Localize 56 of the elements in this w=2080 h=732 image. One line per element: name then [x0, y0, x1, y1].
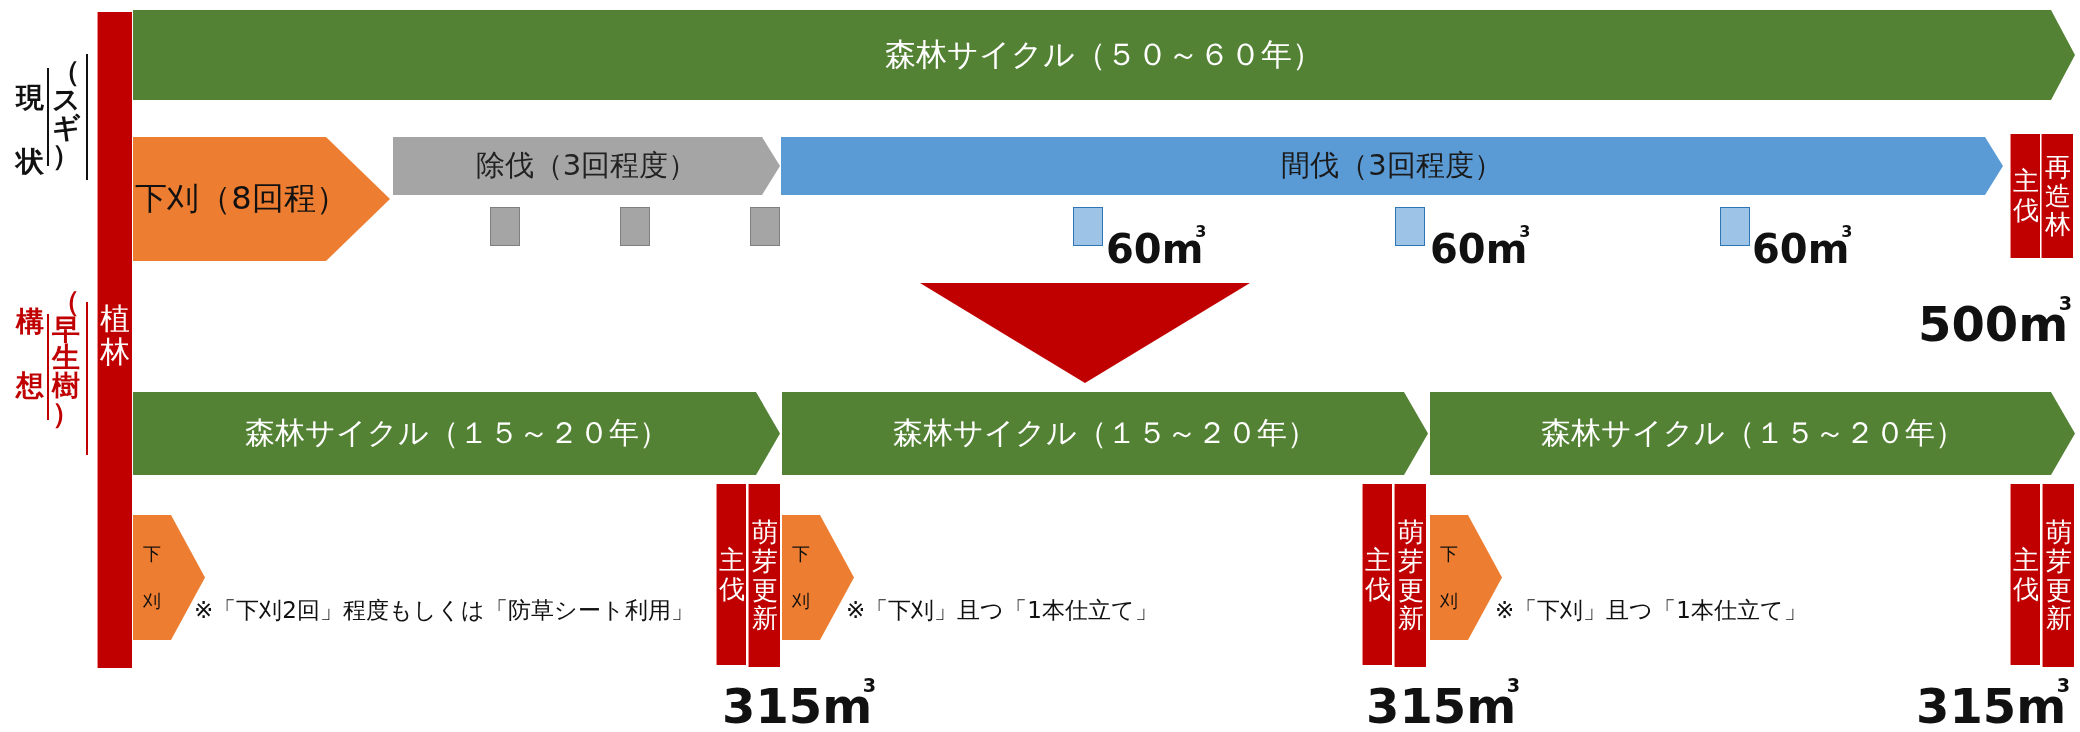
- bar-label: 主伐: [2012, 167, 2039, 225]
- stage-label: 下刈: [1440, 541, 1458, 613]
- cleaning-marker: [750, 207, 780, 246]
- volume-label: 315m$^{3}$: [722, 674, 876, 732]
- cycle-band: [133, 392, 780, 475]
- volume-label: 60m$^{3}$: [1752, 222, 1853, 272]
- bar-label: 主伐: [1364, 545, 1391, 604]
- bar-label: 萌芽更新: [751, 518, 778, 633]
- cleaning-marker: [490, 207, 520, 246]
- volume-label: 60m$^{3}$: [1106, 222, 1207, 272]
- harvest-bar: [2041, 134, 2073, 258]
- harvest-bar: [2010, 484, 2040, 665]
- row-heading: 現状: [16, 80, 44, 181]
- stage-label: 下刈: [792, 541, 810, 613]
- cycle-band: [133, 10, 2075, 100]
- stage-label: 下刈（8回程）: [135, 178, 348, 219]
- thinning-stage-box: [781, 137, 2003, 195]
- note-text: ※「下刈」且つ「1本仕立て」: [846, 596, 1158, 625]
- volume-label: 315m$^{3}$: [1366, 674, 1520, 732]
- bar-label: 再造林: [2044, 153, 2071, 239]
- bar-label: 主伐: [2012, 545, 2039, 604]
- harvest-bar: [716, 484, 746, 665]
- planting-bar: [97, 12, 132, 668]
- harvest-bar: [1394, 484, 1426, 667]
- harvest-bar: [2042, 484, 2074, 667]
- stage-label: 下刈: [143, 541, 161, 613]
- cleaning-marker: [620, 207, 650, 246]
- bar-label: 萌芽更新: [2045, 518, 2072, 633]
- volume-label: 60m$^{3}$: [1430, 222, 1531, 272]
- harvest-bar: [1362, 484, 1392, 665]
- row-heading: （スギ）: [52, 58, 80, 170]
- band-label: 森林サイクル（１５～２０年）: [1540, 414, 1965, 452]
- cleaning-stage-box: [393, 137, 780, 195]
- cycle-band: [782, 392, 1428, 475]
- stage-label: 除伐（3回程度）: [475, 147, 698, 184]
- band-label: 森林サイクル（１５～２０年）: [244, 414, 669, 452]
- thinning-marker: [1073, 207, 1103, 246]
- bar-label: 主伐: [718, 545, 745, 604]
- weeding-stage-box: [133, 137, 390, 261]
- note-text: ※「下刈2回」程度もしくは「防草シート利用」: [194, 596, 694, 625]
- thinning-marker: [1395, 207, 1425, 246]
- row-heading: （早生樹）: [52, 288, 80, 428]
- note-text: ※「下刈」且つ「1本仕立て」: [1495, 596, 1807, 625]
- thinning-marker: [1720, 207, 1750, 246]
- row-heading: 構想: [16, 304, 44, 405]
- downward-triangle: [920, 283, 1250, 383]
- band-label: 森林サイクル（５０～６０年）: [885, 35, 1323, 74]
- volume-label: 500m$^{3}$: [1918, 292, 2072, 352]
- harvest-bar: [748, 484, 780, 667]
- volume-label: 315m$^{3}$: [1916, 674, 2070, 732]
- harvest-bar: [2010, 134, 2040, 258]
- stage-label: 間伐（3回程度）: [1281, 147, 1503, 184]
- band-label: 森林サイクル（１５～２０年）: [893, 414, 1317, 452]
- bar-label: 萌芽更新: [1397, 518, 1424, 633]
- cycle-band: [1430, 392, 2075, 475]
- bar-label: 植林: [100, 302, 130, 368]
